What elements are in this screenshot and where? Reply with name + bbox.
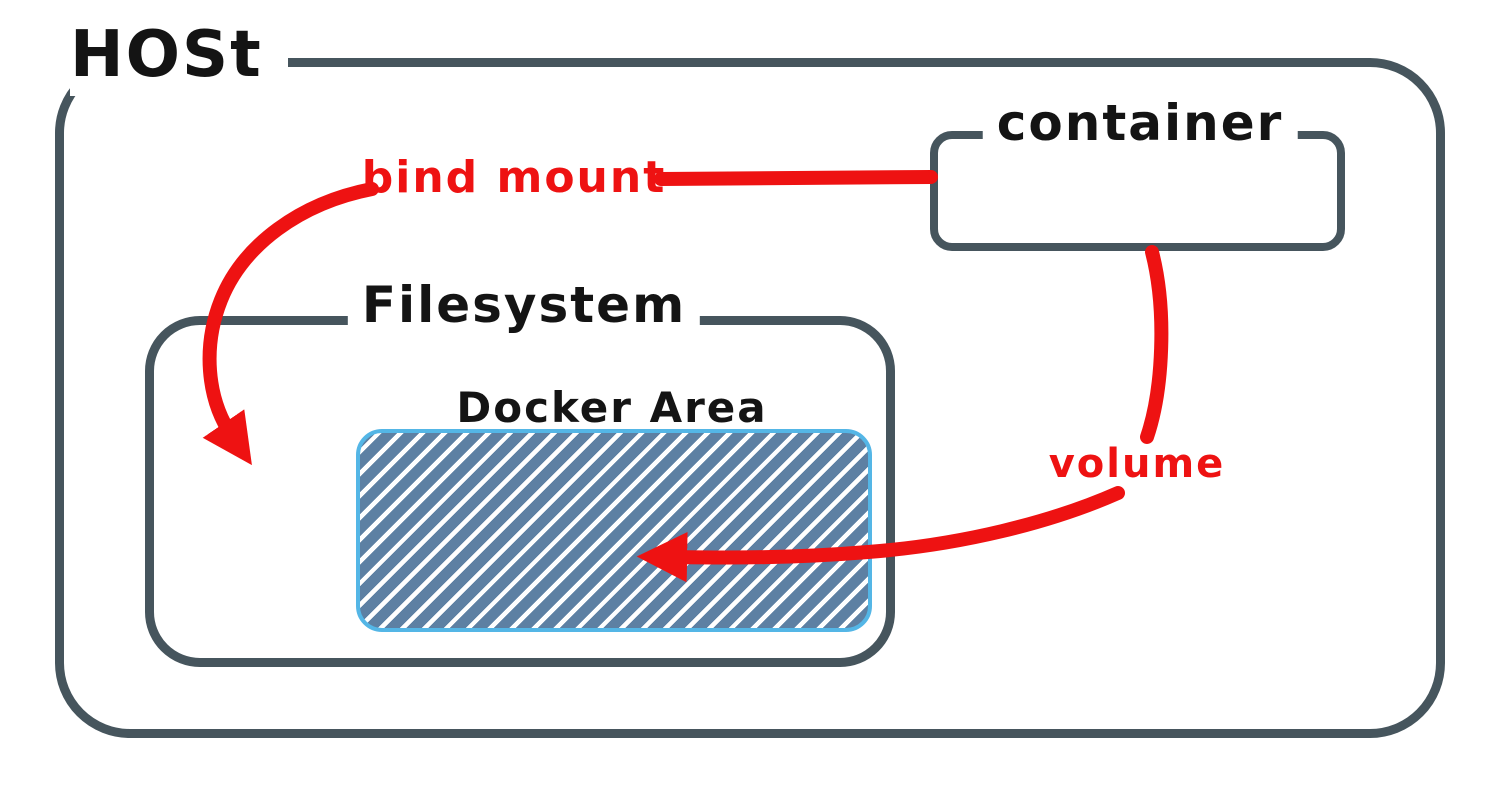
volume-label: volume bbox=[1048, 441, 1226, 487]
host-label: HOSt bbox=[70, 14, 288, 96]
bind-mount-label: bind mount bbox=[361, 152, 667, 203]
host-box bbox=[55, 58, 1445, 738]
container-label: container bbox=[982, 94, 1298, 152]
docker-area-box bbox=[356, 429, 872, 632]
docker-area-label: Docker Area bbox=[456, 383, 768, 432]
filesystem-label: Filesystem bbox=[347, 276, 701, 334]
